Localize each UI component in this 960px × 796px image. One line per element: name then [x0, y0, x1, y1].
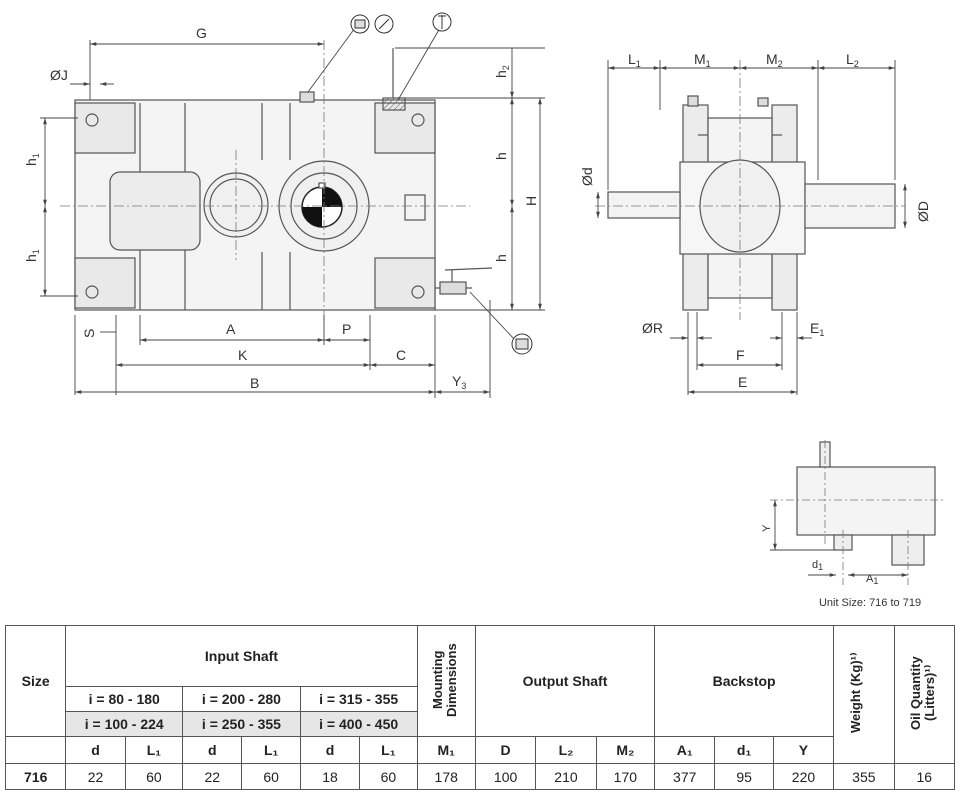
value-cell: 22	[65, 763, 126, 790]
value-cell: 377	[654, 763, 716, 790]
front-dimensions	[40, 27, 545, 398]
value-cell: 18	[299, 763, 361, 790]
label-A: A	[226, 321, 236, 337]
size-header: Size	[4, 625, 67, 737]
label-Y3: Y3	[452, 373, 466, 391]
label-A1: A1	[866, 573, 878, 586]
label-P: P	[342, 321, 351, 337]
label-L1: L1	[628, 51, 641, 69]
label-E: E	[738, 374, 747, 390]
sub-header: d	[182, 736, 243, 764]
sub-header: L₁	[241, 736, 301, 764]
backstop-detail	[796, 441, 936, 566]
value-cell: 220	[772, 763, 835, 790]
label-J: ØJ	[50, 67, 68, 83]
label-h-top: h	[493, 152, 509, 160]
side-dimensions	[596, 60, 907, 395]
sub-header: L₁	[124, 736, 184, 764]
table-row: 716 22 60 22 60 18 60 178 100 210 170 37…	[4, 763, 956, 790]
label-d1: d1	[812, 559, 823, 572]
ratio-3b: i = 400 - 450	[299, 711, 418, 737]
value-cell: 170	[595, 763, 656, 790]
value-cell: 60	[241, 763, 301, 790]
value-cell: 100	[474, 763, 537, 790]
value-cell: 60	[359, 763, 418, 790]
label-C: C	[396, 347, 406, 363]
dimension-labels: G ØJ h1 h1 h2 h h H S A P K C B Y3 L1 M1…	[23, 25, 931, 586]
center-lines	[60, 40, 470, 330]
mounting-header: Mounting Dimensions	[416, 625, 476, 737]
label-L2: L2	[846, 51, 859, 69]
label-S: S	[81, 329, 97, 338]
front-view	[74, 48, 493, 311]
output-shaft-header: Output Shaft	[474, 625, 656, 737]
sub-header: M₂	[595, 736, 656, 764]
label-E1: E1	[810, 320, 824, 338]
ratio-3a: i = 315 - 355	[299, 686, 418, 712]
value-cell: 22	[182, 763, 243, 790]
label-K: K	[238, 347, 248, 363]
ratio-2a: i = 200 - 280	[182, 686, 301, 712]
label-M2: M2	[766, 51, 783, 69]
label-G: G	[196, 25, 207, 41]
value-cell: 178	[416, 763, 476, 790]
ratio-2b: i = 250 - 355	[182, 711, 301, 737]
sub-header: L₂	[535, 736, 597, 764]
label-d: Ød	[579, 167, 595, 186]
value-cell: 210	[535, 763, 597, 790]
sub-header: A₁	[654, 736, 716, 764]
value-cell: 95	[714, 763, 774, 790]
sub-header: d	[65, 736, 126, 764]
drain-symbol-icon	[511, 333, 533, 355]
ratio-1b: i = 100 - 224	[65, 711, 184, 737]
side-center-lines	[595, 60, 905, 320]
label-F: F	[736, 347, 745, 363]
label-h2: h2	[493, 65, 511, 78]
breather-symbol-icon	[350, 14, 394, 34]
input-shaft-header: Input Shaft	[65, 625, 418, 687]
size-cell: 716	[4, 763, 67, 790]
sub-header: d	[299, 736, 361, 764]
label-h1-top: h1	[23, 153, 41, 166]
unit-size-note: Unit Size: 716 to 719	[818, 597, 922, 609]
dipstick-symbol-icon	[432, 12, 452, 32]
label-D: ØD	[915, 201, 931, 222]
side-view	[607, 95, 896, 311]
sub-header: M₁	[416, 736, 476, 764]
backstop-header: Backstop	[654, 625, 835, 737]
value-cell: 16	[893, 763, 956, 790]
value-cell: 60	[124, 763, 184, 790]
backstop-center-lines	[770, 440, 945, 585]
label-M1: M1	[694, 51, 711, 69]
technical-drawing: G ØJ h1 h1 h2 h h H S A P K C B Y3 L1 M1…	[23, 12, 945, 586]
sub-header: L₁	[359, 736, 418, 764]
label-h1-bottom: h1	[23, 249, 41, 262]
spec-table: Size Input Shaft Mounting Dimensions Out…	[4, 625, 956, 790]
sub-header: Y	[772, 736, 835, 764]
label-B: B	[250, 375, 259, 391]
ratio-1a: i = 80 - 180	[65, 686, 184, 712]
sub-header: d₁	[714, 736, 774, 764]
weight-header: Weight (Kg)¹⁾	[833, 625, 895, 764]
label-H: H	[523, 196, 539, 206]
backstop-dimensions	[770, 500, 908, 577]
value-cell: 355	[833, 763, 895, 790]
oil-quantity-header: Oil Quantity (Litters)¹⁾	[893, 625, 956, 764]
sub-header: D	[474, 736, 537, 764]
label-Y: Y	[761, 524, 773, 532]
sub-header-blank	[4, 736, 67, 764]
label-h-bottom: h	[493, 254, 509, 262]
label-R: ØR	[642, 320, 663, 336]
